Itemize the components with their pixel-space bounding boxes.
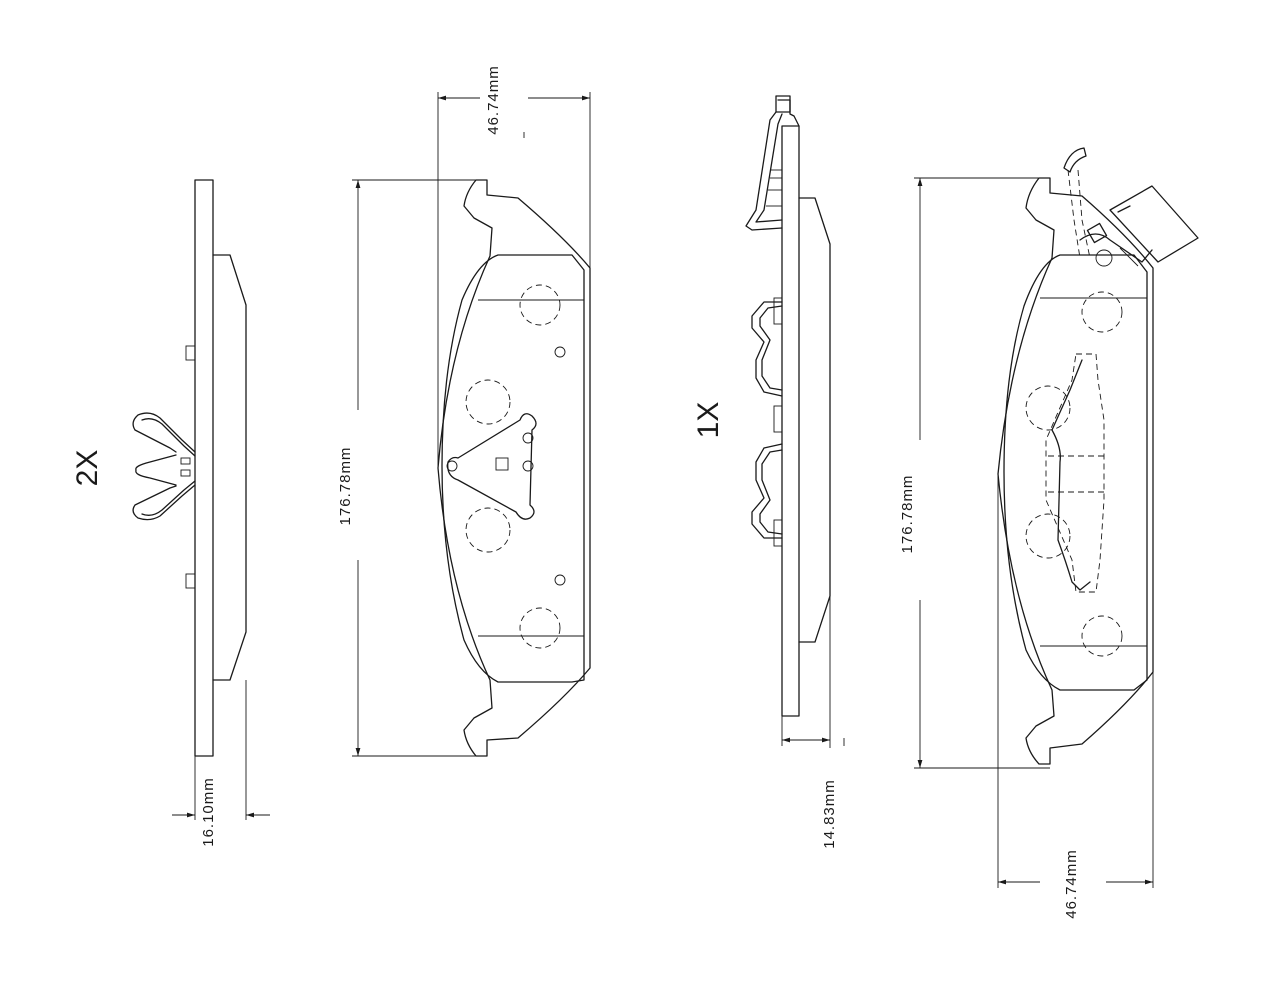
left-height-dimension: 46.74mm [437, 65, 591, 468]
right-friction-material [1003, 254, 1148, 691]
left-thickness-label: 16.10mm [200, 777, 217, 847]
abutment-clip [132, 412, 196, 521]
right-height-label: 46.74mm [1063, 849, 1080, 919]
right-length-label: 176.78mm [899, 475, 916, 554]
left-friction-material [441, 254, 585, 683]
left-length-dimension: 176.78mm [337, 179, 476, 757]
quantity-label-2x: 2X [71, 450, 104, 487]
spring-clip [751, 297, 783, 547]
left-length-label: 176.78mm [337, 447, 354, 526]
wear-sensor-clip [745, 95, 800, 231]
left-height-label: 46.74mm [485, 65, 502, 135]
right-height-dimension: 46.74mm [997, 474, 1154, 919]
right-pad-side-view [745, 95, 831, 717]
right-thickness-label: 14.83mm [821, 779, 838, 849]
wear-sensor-bracket [1063, 147, 1199, 267]
left-pad-side-view [132, 179, 247, 757]
quantity-label-1x: 1X [692, 402, 725, 439]
right-pad-front-view [997, 147, 1199, 765]
left-thickness-dimension: 16.10mm [172, 680, 270, 847]
left-pad-front-view [437, 179, 591, 757]
right-length-dimension: 176.78mm [899, 177, 1050, 769]
right-thickness-dimension: 14.83mm [781, 596, 845, 849]
